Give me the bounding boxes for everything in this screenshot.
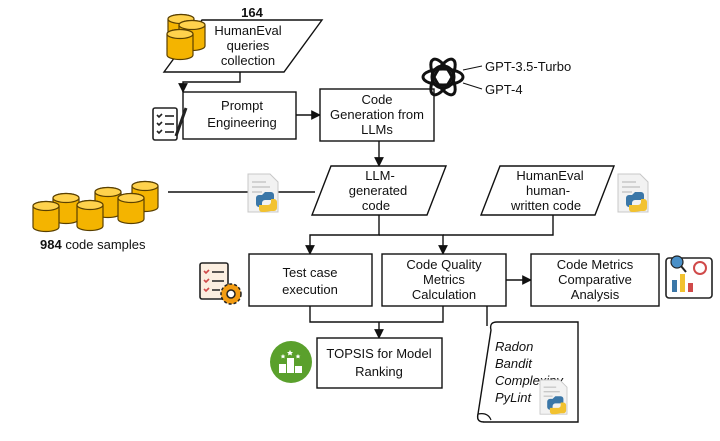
human-code-line-2: human- (526, 183, 570, 198)
llm-code-node: LLM- generated code (310, 165, 448, 216)
prompt-engineering-node: Prompt Engineering (182, 91, 297, 140)
test-case-line-2: execution (282, 282, 338, 297)
codegen-line-2: Generation from (330, 107, 424, 122)
test-case-line-1: Test case (283, 265, 338, 280)
arrow-queries-to-prompt (178, 72, 241, 93)
python-file-icon-tools (539, 379, 568, 415)
test-case-node: Test case execution (248, 253, 373, 307)
python-file-icon (247, 173, 279, 213)
tool-bandit: Bandit (495, 356, 533, 371)
code-generation-node: Code Generation from LLMs (319, 88, 435, 142)
comparative-analysis-node: Code Metrics Comparative Analysis (530, 253, 660, 307)
tools-scroll: Radon Bandit Complexipy PyLint (476, 321, 579, 423)
queries-count: 164 (241, 5, 263, 20)
metrics-calculation-node: Code Quality Metrics Calculation (381, 253, 507, 307)
llm-code-line-3: code (362, 198, 390, 213)
tool-pylint: PyLint (495, 390, 533, 405)
python-file-icon-human (617, 173, 649, 213)
queries-label-line-3: collection (221, 53, 275, 68)
metrics-line-3: Calculation (412, 287, 476, 302)
llm-code-line-2: generated (349, 183, 408, 198)
model-labels: GPT-3.5-Turbo GPT-4 (462, 59, 571, 97)
human-code-line-1: HumanEval (516, 168, 583, 183)
metrics-line-2: Metrics (423, 272, 465, 287)
topsis-line-2: Ranking (355, 364, 403, 379)
comparative-line-2: Comparative (558, 272, 632, 287)
queries-label-line-1: HumanEval (214, 23, 281, 38)
split-to-metrics (379, 234, 448, 255)
svg-text:984 code samples: 984 code samples (40, 237, 146, 252)
checklist-gear-icon (199, 262, 242, 305)
code-samples-database-icon (32, 180, 159, 233)
tool-radon: Radon (495, 339, 533, 354)
prompt-line-2: Engineering (207, 115, 276, 130)
code-samples-text: code samples (62, 237, 146, 252)
code-samples-label: 984 code samples (40, 237, 146, 252)
model-gpt35: GPT-3.5-Turbo (485, 59, 571, 74)
comparative-line-3: Analysis (571, 287, 620, 302)
topsis-node: TOPSIS for Model Ranking (316, 337, 443, 389)
arrow-to-topsis (309, 306, 444, 338)
human-code-line-3: written code (510, 198, 581, 213)
code-samples-count: 984 (40, 237, 62, 252)
openai-logo-icon (421, 57, 465, 97)
metrics-line-1: Code Quality (406, 257, 482, 272)
connectors (168, 72, 554, 338)
codegen-line-1: Code (361, 92, 392, 107)
comparative-line-1: Code Metrics (557, 257, 634, 272)
llm-code-line-1: LLM- (365, 168, 395, 183)
checklist-pen-icon (152, 107, 188, 141)
line-human-to-split (443, 215, 554, 236)
queries-label-line-2: queries (227, 38, 270, 53)
model-gpt4: GPT-4 (485, 82, 523, 97)
human-code-node: HumanEval human- written code (479, 165, 616, 216)
codegen-line-3: LLMs (361, 122, 393, 137)
split-to-testcase (305, 215, 380, 255)
topsis-line-1: TOPSIS for Model (326, 346, 431, 361)
analytics-dashboard-icon (665, 255, 713, 299)
podium-ranking-icon (270, 341, 312, 383)
prompt-line-1: Prompt (221, 98, 263, 113)
